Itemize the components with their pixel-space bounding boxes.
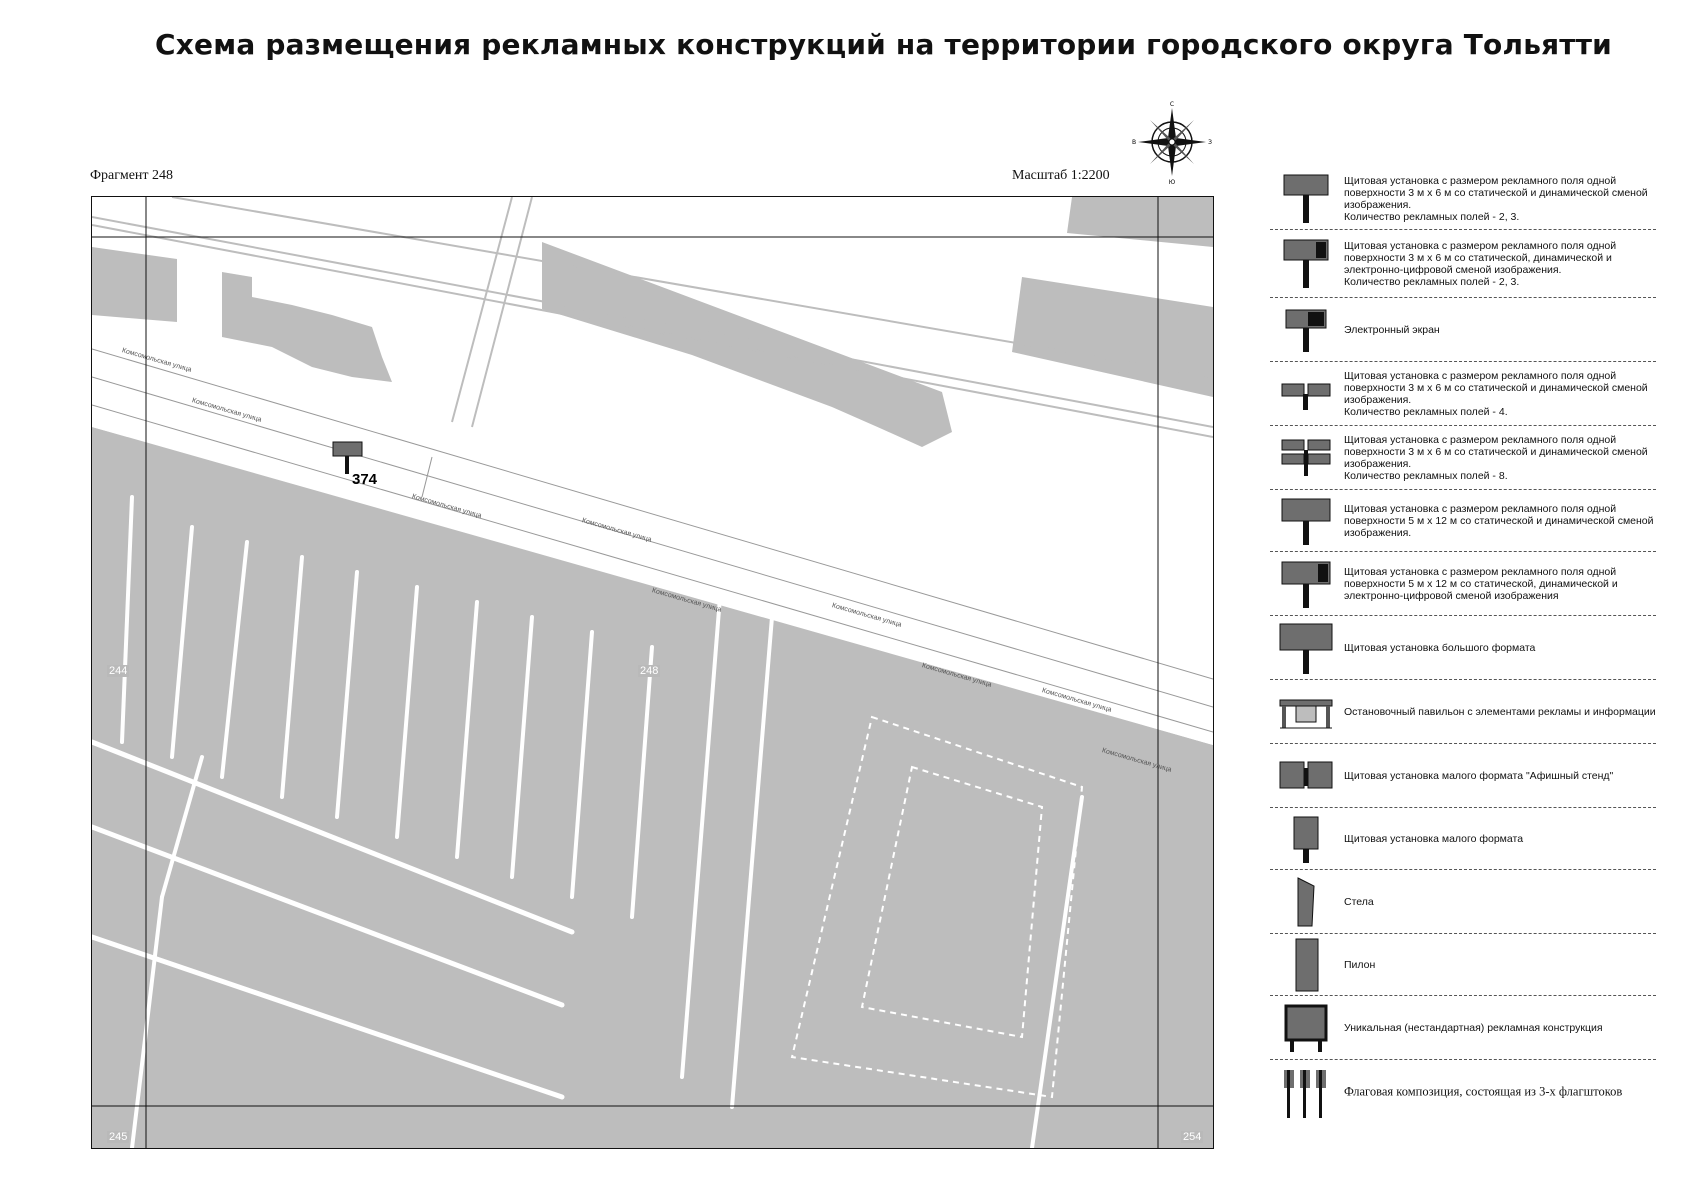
- map-fragment[interactable]: 244 248 245 254 374 Комсомольская улица …: [91, 196, 1214, 1149]
- pylon-icon: [1295, 938, 1319, 991]
- legend-text: Щитовая установка большого формата: [1344, 641, 1536, 654]
- cell-label-245: 245: [107, 1131, 130, 1143]
- page-title: Схема размещения рекламных конструкций н…: [155, 28, 1612, 61]
- cell-label-254: 254: [1181, 1131, 1204, 1143]
- cell-label-244: 244: [107, 665, 130, 677]
- building: [1067, 197, 1213, 247]
- legend-text: Пилон: [1344, 958, 1376, 971]
- billboard-8-fields-icon: [1281, 439, 1331, 476]
- legend-text: Щитовая установка с размером рекламного …: [1344, 565, 1618, 602]
- stele-icon: [1297, 876, 1315, 926]
- building: [542, 242, 952, 447]
- billboard-3x6-digital-icon: [1283, 239, 1329, 288]
- legend-item: Щитовая установка малого формата "Афишны…: [1270, 744, 1656, 808]
- legend-item: Уникальная (нестандартная) рекламная кон…: [1270, 996, 1656, 1060]
- compass-west: В: [1132, 139, 1136, 146]
- marker-number: 374: [352, 471, 378, 488]
- buildings: [92, 197, 1213, 447]
- legend-item: Остановочный павильон с элементами рекла…: [1270, 680, 1656, 744]
- billboard-marker-icon[interactable]: [332, 441, 363, 474]
- large-format-billboard-icon: [1279, 623, 1333, 674]
- legend-text: Электронный экран: [1344, 323, 1440, 336]
- cell-label-248: 248: [638, 665, 661, 677]
- building: [92, 247, 177, 322]
- compass-east: З: [1208, 139, 1212, 146]
- bus-stop-pavilion-icon: [1279, 699, 1333, 728]
- legend-item: Флаговая композиция, состоящая из 3-х фл…: [1270, 1060, 1656, 1124]
- legend: Щитовая установка с размером рекламного …: [1270, 168, 1656, 1124]
- compass-south: Ю: [1169, 179, 1176, 184]
- billboard-3x6-icon: [1283, 174, 1329, 223]
- building: [222, 272, 392, 382]
- legend-text: Щитовая установка малого формата "Афишны…: [1344, 769, 1614, 782]
- legend-item: Щитовая установка большого формата: [1270, 616, 1656, 680]
- legend-item: Щитовая установка с размером рекламного …: [1270, 552, 1656, 616]
- fragment-inner-frame: [92, 197, 1213, 1148]
- legend-item: Щитовая установка с размером рекламного …: [1270, 426, 1656, 490]
- legend-item: Стела: [1270, 870, 1656, 934]
- scale-label: Масштаб 1:2200: [1012, 168, 1110, 183]
- poster-stand-icon: [1279, 761, 1333, 788]
- legend-item: Пилон: [1270, 934, 1656, 996]
- district-block: [92, 427, 1213, 1148]
- roads: [92, 495, 1084, 1148]
- billboard-5x12-digital-icon: [1281, 561, 1331, 608]
- compass-rose-icon: С Ю В З: [1132, 101, 1212, 184]
- legend-text: Щитовая установка с размером рекламного …: [1344, 502, 1654, 539]
- map-canvas: [92, 197, 1213, 1148]
- unique-structure-icon: [1284, 1004, 1328, 1052]
- legend-text: Щитовая установка малого формата: [1344, 832, 1524, 845]
- compass-north: С: [1170, 101, 1174, 108]
- flag-composition-icon: [1284, 1070, 1326, 1118]
- small-format-billboard-icon: [1293, 816, 1319, 863]
- legend-item: Электронный экран: [1270, 298, 1656, 362]
- billboard-5x12-icon: [1281, 498, 1331, 545]
- building: [1012, 277, 1213, 397]
- legend-item: Щитовая установка с размером рекламного …: [1270, 362, 1656, 426]
- legend-item: Щитовая установка с размером рекламного …: [1270, 490, 1656, 552]
- legend-text: Щитовая установка с размером рекламного …: [1344, 433, 1648, 482]
- square-area: [790, 715, 1084, 1099]
- legend-item: Щитовая установка с размером рекламного …: [1270, 168, 1656, 230]
- legend-item: Щитовая установка малого формата: [1270, 808, 1656, 870]
- legend-text: Щитовая установка с размером рекламного …: [1344, 174, 1648, 223]
- legend-item: Щитовая установка с размером рекламного …: [1270, 230, 1656, 298]
- legend-text: Флаговая композиция, состоящая из 3-х фл…: [1344, 1084, 1623, 1099]
- legend-text: Щитовая установка с размером рекламного …: [1344, 369, 1648, 418]
- electronic-screen-icon: [1285, 309, 1327, 352]
- legend-text: Остановочный павильон с элементами рекла…: [1344, 705, 1656, 718]
- fragment-label: Фрагмент 248: [90, 168, 174, 183]
- legend-text: Уникальная (нестандартная) рекламная кон…: [1344, 1021, 1603, 1034]
- billboard-4-fields-icon: [1281, 383, 1331, 410]
- legend-text: Щитовая установка с размером рекламного …: [1344, 239, 1617, 288]
- legend-text: Стела: [1344, 895, 1374, 908]
